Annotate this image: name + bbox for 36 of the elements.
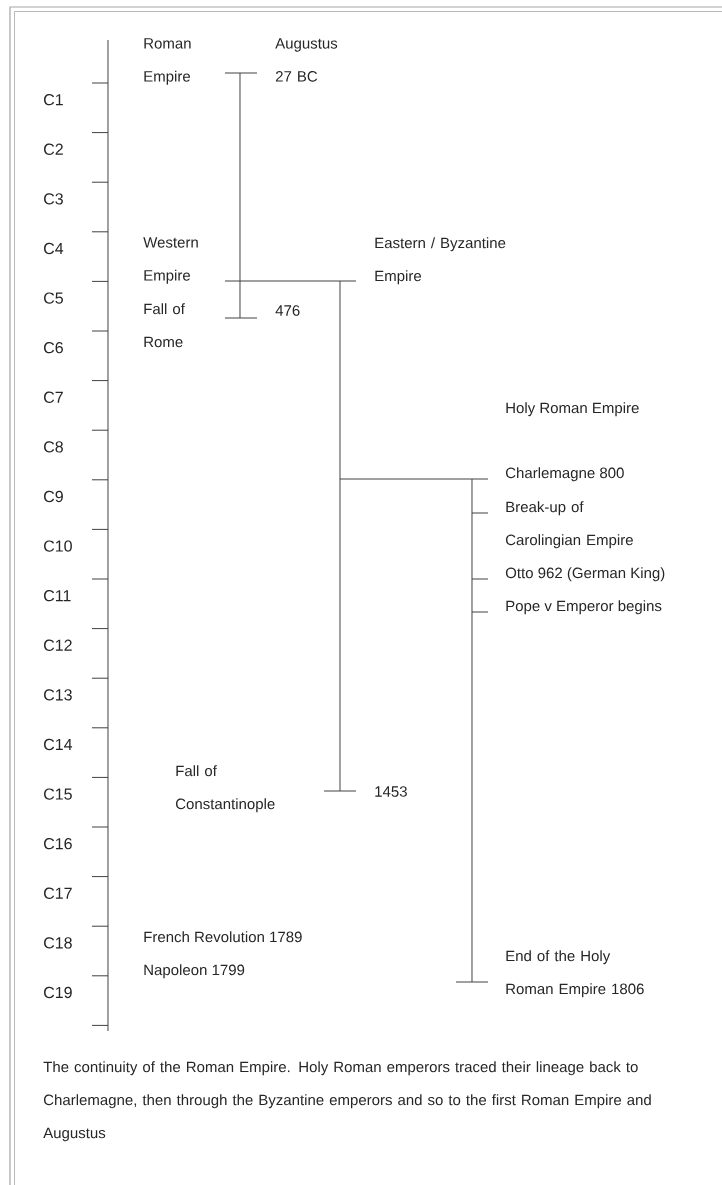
period-label: Holy Roman Empire — [506, 402, 639, 417]
century-label: C5 — [44, 292, 63, 304]
date-label: Augustus 27 BC — [275, 38, 338, 82]
period-label: Western Empire — [143, 237, 198, 284]
century-label: C17 — [44, 887, 72, 899]
century-label: C10 — [44, 540, 72, 552]
event-label: Napoleon 1799 — [144, 964, 245, 979]
period-label: Roman Empire — [144, 38, 191, 85]
century-label: C14 — [44, 738, 73, 751]
period-label: Eastern / Byzantine Empire — [375, 237, 506, 285]
century-label: C12 — [44, 639, 72, 651]
century-label: C19 — [44, 986, 72, 999]
century-label: C9 — [44, 490, 63, 503]
century-label: C13 — [44, 689, 72, 701]
event-label: Break-up of Carolingian Empire — [505, 501, 633, 549]
century-label: C11 — [44, 590, 71, 602]
century-label: C7 — [44, 391, 63, 403]
event-label: French Revolution 1789 — [144, 931, 302, 943]
century-label: C1 — [44, 94, 63, 106]
century-label: C4 — [44, 242, 64, 255]
century-label: C15 — [44, 788, 72, 800]
event-label: Pope v Emperor begins — [506, 600, 662, 615]
event-label: Otto 962 (German King) — [505, 567, 665, 582]
century-label: C2 — [44, 143, 63, 155]
event-label: End of the Holy Roman Empire 1806 — [506, 950, 644, 998]
century-label: C8 — [44, 441, 63, 453]
event-label: Charlemagne 800 — [505, 467, 624, 482]
event-label: Fall of Constantinople — [175, 765, 275, 813]
century-label: C16 — [44, 838, 72, 850]
date-label: 1453 — [375, 786, 407, 797]
date-label: 476 — [275, 305, 300, 316]
century-label: C6 — [44, 342, 63, 354]
century-label: C3 — [44, 193, 63, 205]
century-label: C18 — [44, 937, 72, 949]
caption: The continuity of the Roman Empire. Holy Roman emperors traced their lineage back to Charlemagne, then through the Byzantine emperors and so to the first Roman Empire and Augustus — [43, 1061, 651, 1142]
event-label: Fall of Rome — [144, 303, 185, 348]
